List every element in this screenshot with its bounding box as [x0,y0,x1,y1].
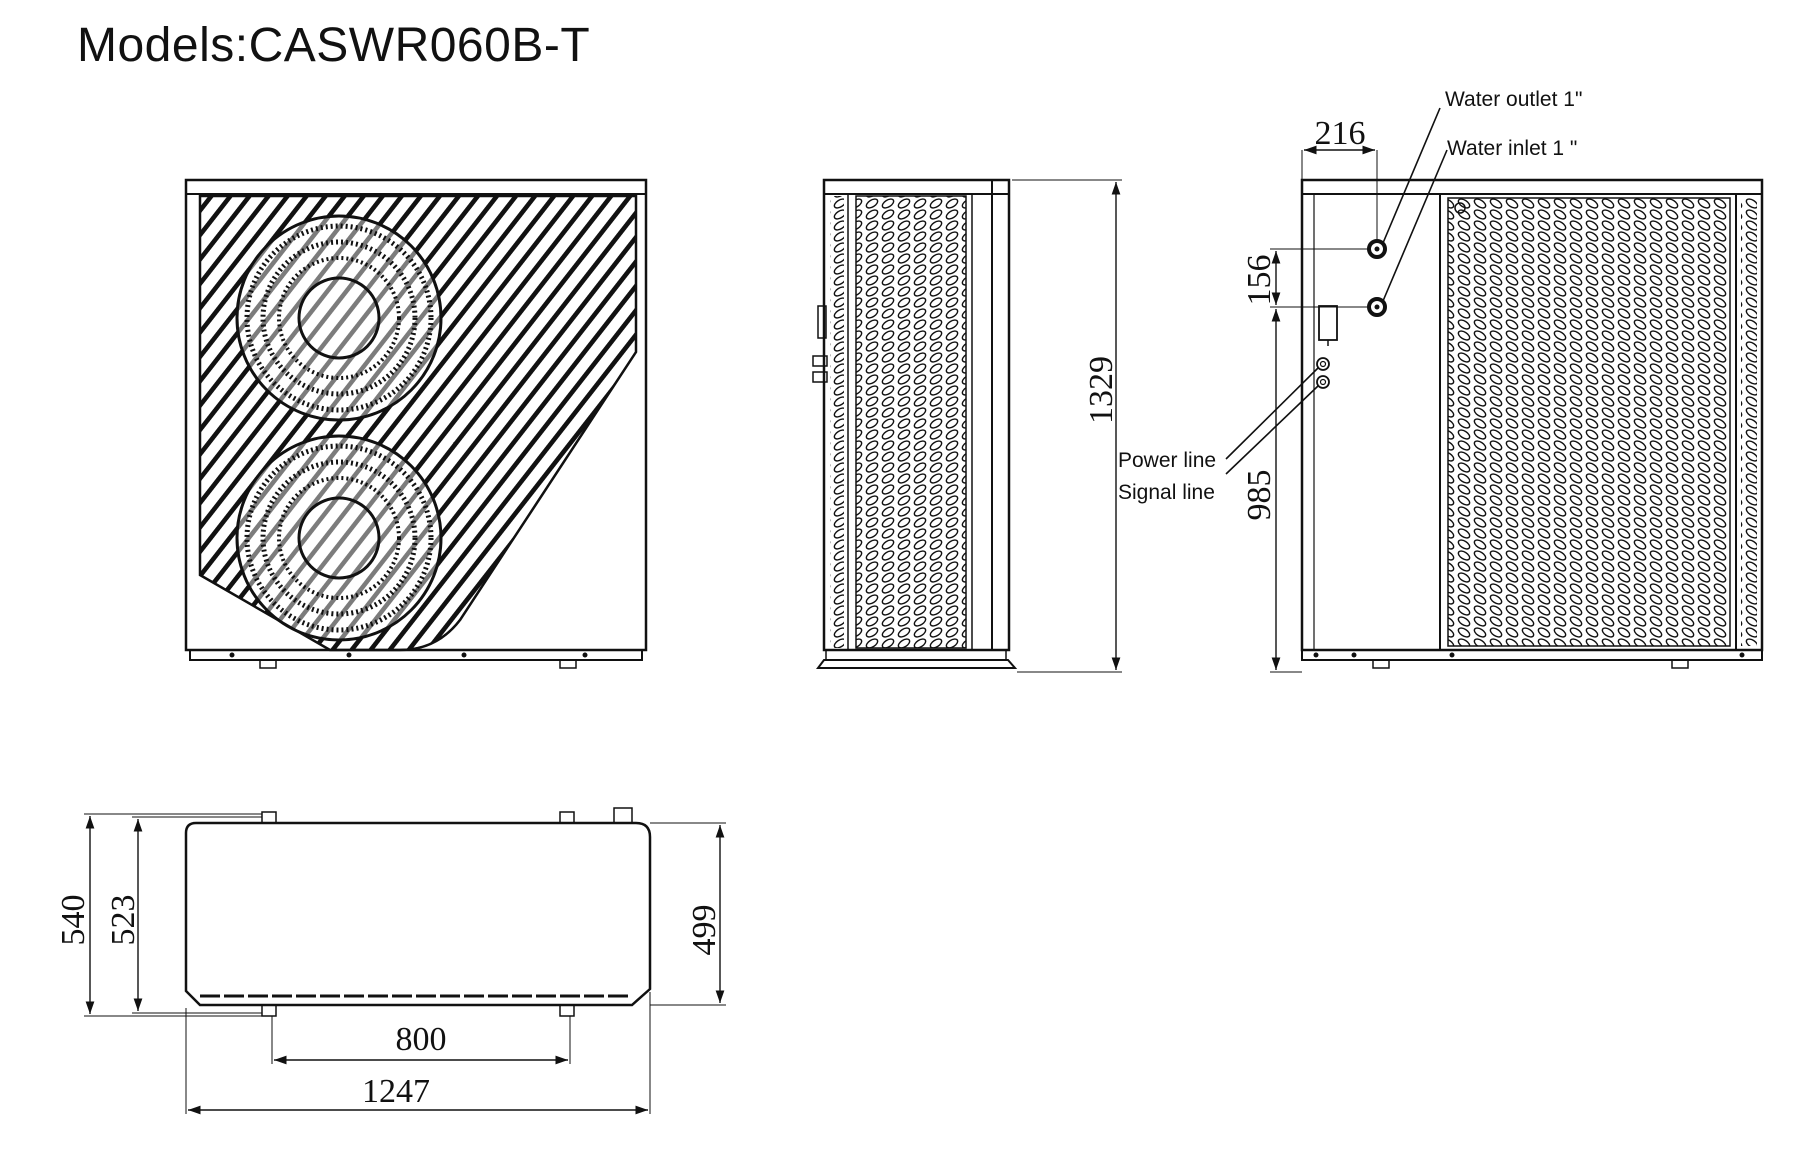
rear-small-fitting [1454,202,1466,214]
rear-view [1300,178,1764,669]
water-outlet-port [1367,239,1387,259]
side-connectors [812,355,828,383]
front-base-bolts [229,652,588,658]
label-power-line: Power line [1118,449,1216,472]
dim-side-height: 1329 [1083,356,1120,424]
dim-outlet-spacing: 156 [1241,255,1278,306]
dim-depth-body: 499 [686,905,723,956]
dim-inlet-height: 985 [1241,470,1278,521]
dim-outlet-offset-group: 216 [1301,115,1378,240]
dim-outlet-offset: 216 [1315,115,1366,152]
side-grille [855,195,967,649]
side-grille-strip [830,196,844,648]
rear-base-bolts [1313,652,1745,658]
side-base [816,659,1018,669]
front-view [184,178,648,669]
front-foot-right [559,659,577,669]
dim-depth-total: 540 [55,895,92,946]
rear-base [1301,649,1763,661]
label-signal-line: Signal line [1118,481,1215,504]
side-view [812,178,1018,669]
dim-feet-spacing: 800 [396,1021,447,1058]
dim-outlet-spacing-group: 156 [1241,248,1369,308]
front-base [189,649,643,661]
side-top-cap [823,179,1010,195]
fans [200,196,636,650]
electrical-box [1318,305,1338,346]
dim-width-group: 1247 [185,992,651,1115]
dim-width: 1247 [362,1073,430,1110]
front-top-cap [185,179,647,195]
port-labels: Water outlet 1" Water inlet 1 " Power li… [1118,88,1582,504]
label-water-inlet: Water inlet 1 " [1447,137,1577,160]
dim-inlet-height-group: 985 [1241,309,1302,673]
top-view [184,807,652,1017]
dim-depth-total-group: 540 [55,813,262,1017]
top-feet [261,807,633,1017]
front-foot-left [259,659,277,669]
rear-top-cap [1301,179,1763,195]
water-inlet-port [1367,297,1387,317]
model-title: Models:CASWR060B-T [77,19,591,72]
label-water-outlet: Water outlet 1" [1445,88,1582,111]
dim-depth-body-group: 499 [650,822,726,1006]
dim-depth-feet: 523 [105,895,142,946]
top-housing [184,821,652,1007]
side-bracket [817,305,827,339]
rear-grille-strip [1741,198,1757,646]
power-signal-glands [1316,357,1330,389]
side-height-dimension: 1329 [1012,179,1122,673]
rear-grille [1447,197,1731,647]
dim-depth-feet-group: 523 [105,816,262,1014]
dim-feet-spacing-group: 800 [271,1016,571,1065]
